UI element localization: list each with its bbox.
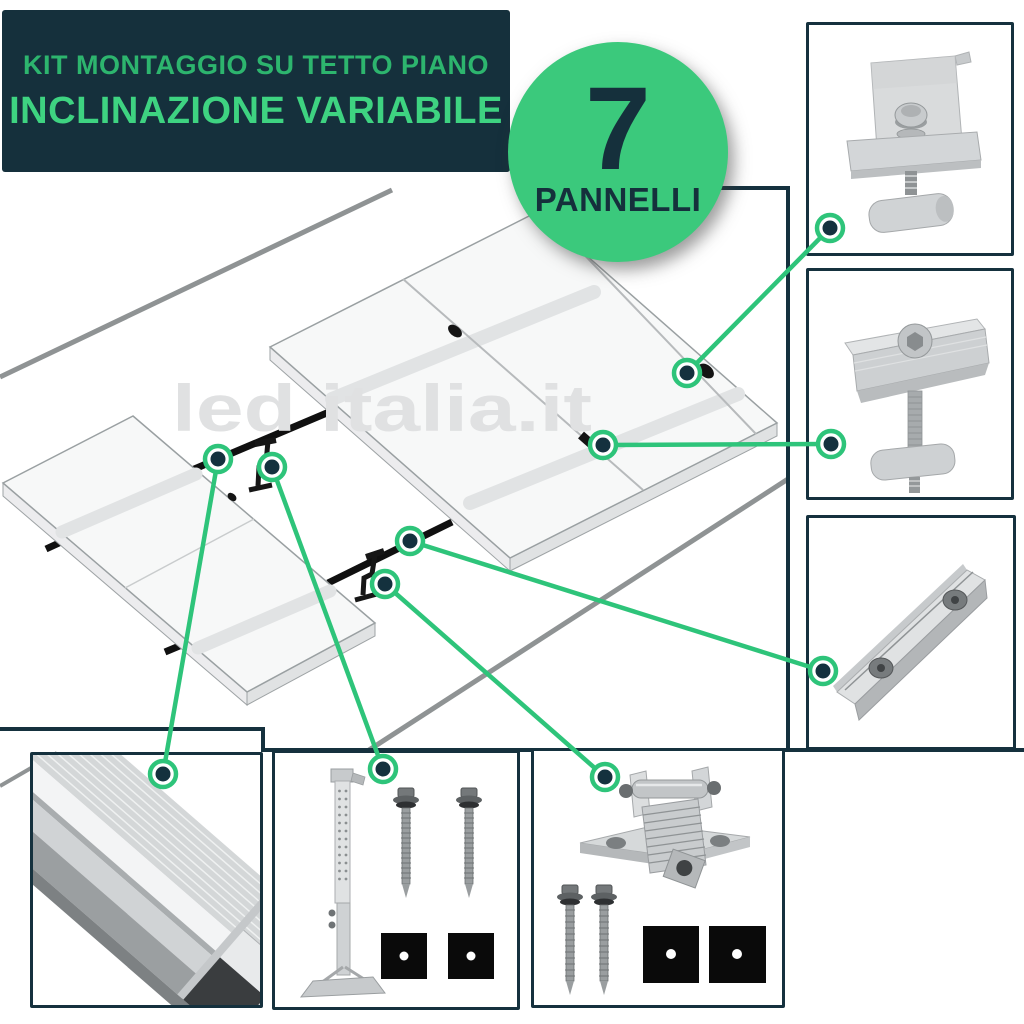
roof-screws (557, 884, 617, 995)
title-line1: KIT MONTAGGIO SU TETTO PIANO (23, 49, 489, 80)
rubber-pads (643, 926, 766, 983)
mounting-rail-box (30, 752, 263, 1008)
rubber-pads (381, 933, 494, 979)
watermark: led italia.it (172, 371, 592, 445)
roof-bracket-box (531, 748, 785, 1008)
roof-bracket-image (557, 766, 766, 995)
tilt-support-image (299, 768, 494, 998)
support-leg (299, 768, 386, 998)
end-clamp-image (846, 51, 982, 233)
end-clamp-box (806, 22, 1014, 256)
title-banner: KIT MONTAGGIO SU TETTO PIANO INCLINAZION… (2, 10, 510, 172)
hinged-bracket (579, 766, 751, 889)
mid-clamp-image (844, 318, 990, 493)
title-line2: INCLINAZIONE VARIABILE (9, 89, 503, 132)
roof-screws (393, 787, 482, 898)
tilt-support-box (272, 750, 520, 1010)
panel-count-number: 7 (585, 62, 651, 195)
mid-clamp-box (806, 268, 1014, 500)
rail-connector-image (833, 564, 988, 721)
panel-group-left (1, 415, 377, 707)
panel-count-badge: 7 PANNELLI (508, 42, 728, 262)
mounting-rail-image (33, 755, 260, 1005)
panel-count-label: PANNELLI (534, 181, 702, 219)
rail-connector-box (806, 515, 1016, 750)
